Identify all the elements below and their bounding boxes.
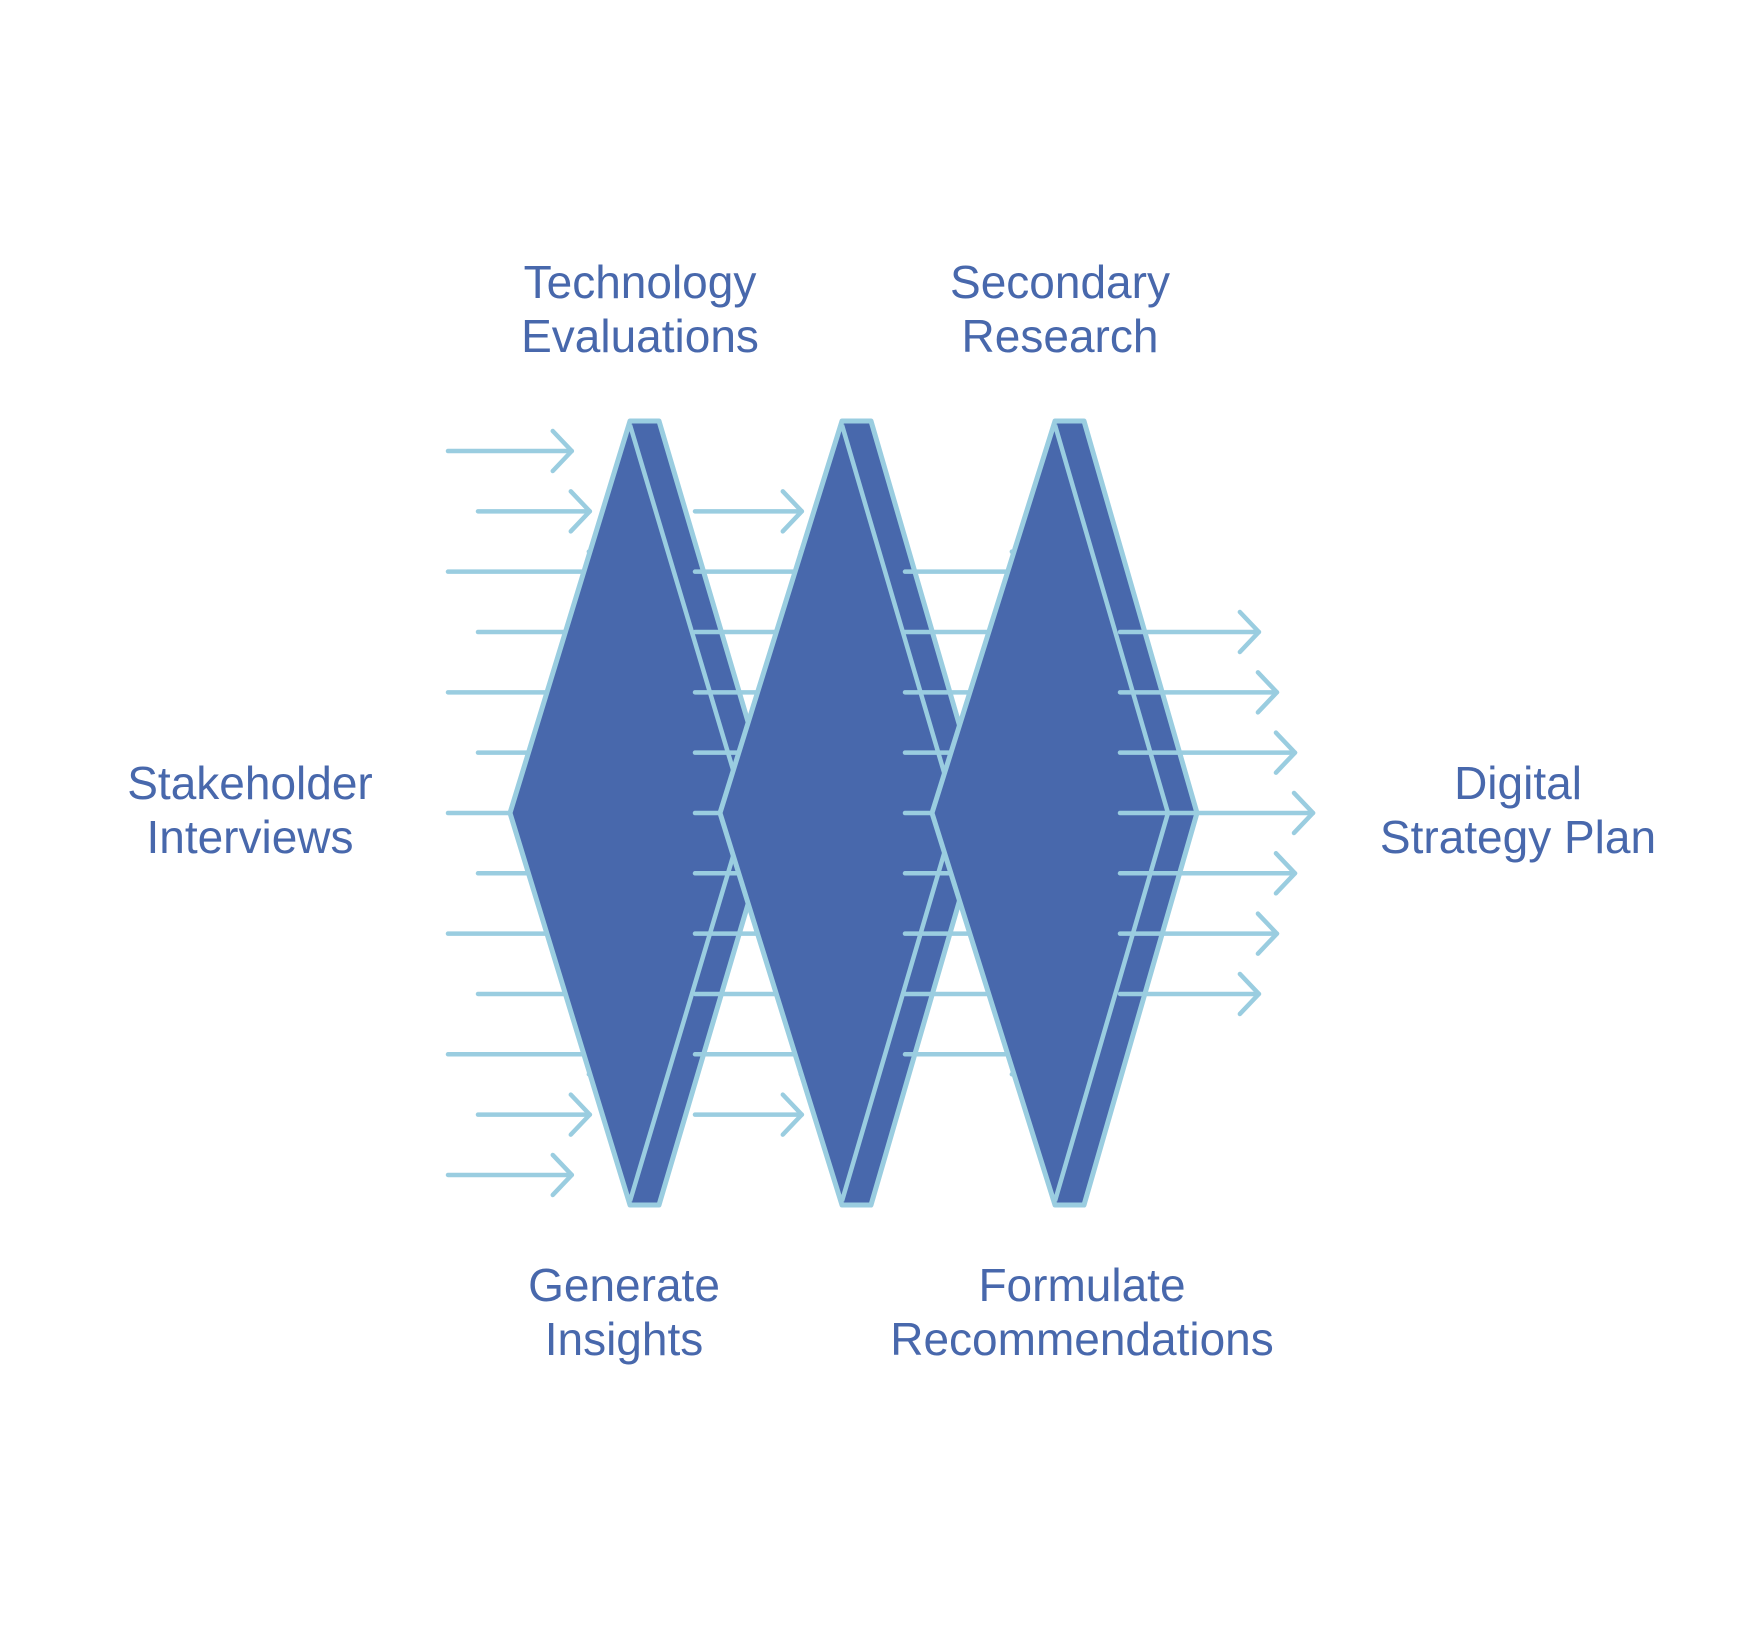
stage-2-arrow [692, 1092, 805, 1137]
label-line: Interviews [146, 811, 354, 863]
label-line: Insights [544, 1313, 704, 1365]
output-arrow [1117, 790, 1316, 836]
input-arrow [475, 1092, 593, 1137]
label-stakeholder-interviews: Stakeholder Interviews [127, 756, 373, 864]
output-arrow [1117, 971, 1262, 1017]
input-arrow [475, 489, 593, 534]
output-arrow [1117, 670, 1280, 715]
output-arrow [1117, 911, 1280, 956]
input-arrow [445, 428, 575, 474]
stage-2-arrow [692, 489, 805, 534]
label-line: Technology [523, 256, 757, 308]
label-line: Secondary [950, 256, 1170, 308]
label-line: Generate [528, 1259, 720, 1311]
label-line: Digital [1454, 757, 1582, 809]
label-formulate-recommendations: Formulate Recommendations [890, 1258, 1274, 1366]
label-line: Recommendations [890, 1313, 1274, 1365]
input-arrow [445, 1152, 575, 1198]
label-line: Formulate [978, 1259, 1186, 1311]
label-line: Strategy Plan [1379, 811, 1657, 863]
label-generate-insights: Generate Insights [528, 1258, 720, 1366]
output-arrow [1117, 851, 1298, 896]
label-secondary-research: Secondary Research [950, 255, 1170, 363]
label-line: Evaluations [521, 310, 759, 362]
output-arrow [1117, 730, 1298, 775]
label-line: Stakeholder [127, 757, 373, 809]
output-arrow [1117, 609, 1262, 655]
label-technology-evaluations: Technology Evaluations [521, 255, 759, 363]
label-line: Research [961, 310, 1159, 362]
label-digital-strategy-plan: Digital Strategy Plan [1380, 756, 1656, 864]
